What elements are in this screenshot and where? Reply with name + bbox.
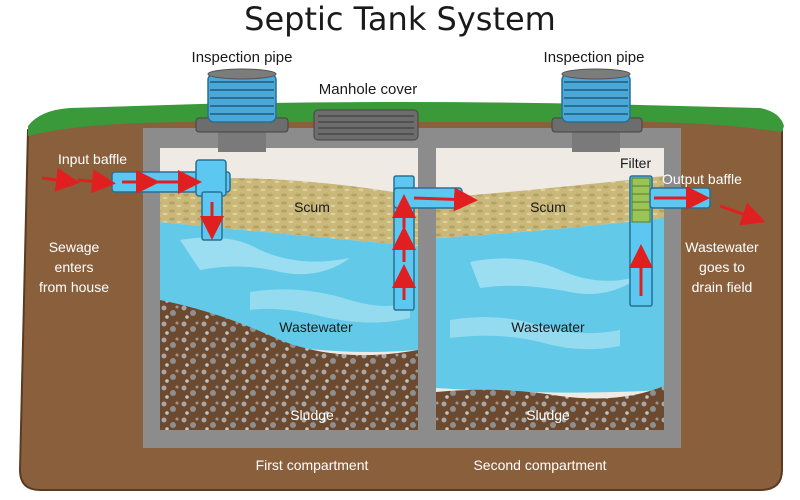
second-compartment-label: Second compartment [473, 457, 606, 473]
inspection-pipe-left-label: Inspection pipe [192, 49, 293, 66]
arrow-inflow-1 [41, 167, 80, 192]
middle-wall [418, 128, 436, 430]
drain-label-line2: goes to [699, 259, 745, 275]
sewage-label-line3: from house [39, 279, 109, 295]
manhole-cover-label: Manhole cover [319, 81, 417, 98]
inspection-pipe-right [551, 68, 643, 152]
second-compartment-layers [436, 176, 664, 430]
sludge-layer-right [436, 386, 664, 430]
flow-arrows [41, 167, 766, 300]
drain-label-line1: Wastewater [685, 239, 759, 255]
filter [631, 177, 651, 223]
filter-label: Filter [620, 155, 651, 171]
scum-label-right: Scum [530, 199, 566, 215]
first-compartment-layers [160, 178, 418, 430]
output-baffle-label: Output baffle [662, 171, 742, 187]
arrow-inflow-2 [77, 169, 116, 194]
inspection-pipe-right-label: Inspection pipe [544, 49, 645, 66]
inspection-pipe-left [195, 68, 289, 152]
drain-label-line3: drain field [692, 279, 753, 295]
wastewater-label-right: Wastewater [511, 319, 585, 335]
manhole-cover [313, 109, 419, 141]
input-baffle-label: Input baffle [58, 151, 127, 167]
sludge-label-left: Sludge [290, 407, 334, 423]
sewage-label-line1: Sewage [49, 239, 100, 255]
sludge-label-right: Sludge [526, 407, 570, 423]
first-compartment-label: First compartment [256, 457, 369, 473]
arrow-out-2 [719, 202, 766, 226]
sludge-layer-left [160, 300, 418, 430]
scum-label-left: Scum [294, 199, 330, 215]
sewage-label-line2: enters [55, 259, 94, 275]
arrow-transfer [413, 187, 478, 212]
scum-layer-right [436, 176, 664, 238]
diagram-title: Septic Tank System [244, 0, 556, 38]
wastewater-label-left: Wastewater [279, 319, 353, 335]
